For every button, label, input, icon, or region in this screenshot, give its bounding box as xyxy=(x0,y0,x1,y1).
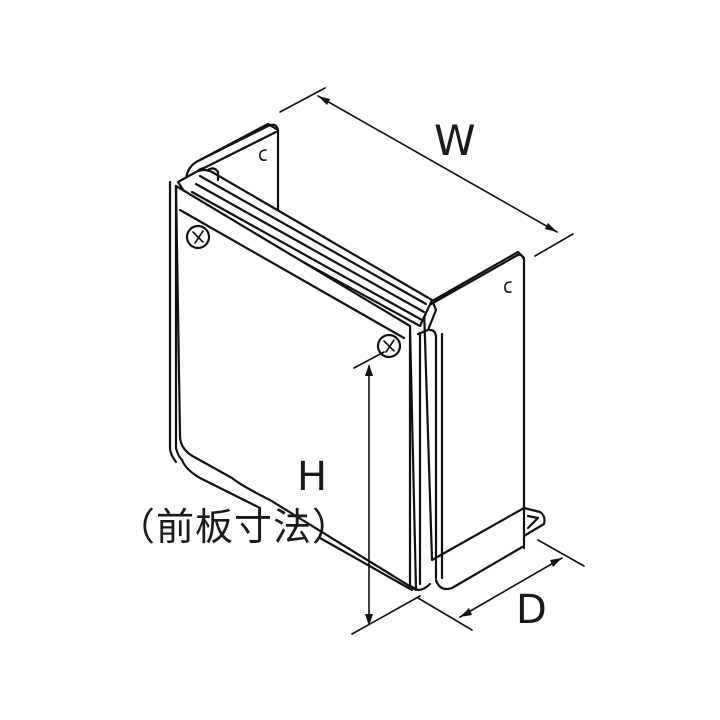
depth-dimension-line xyxy=(417,539,585,631)
front-panel xyxy=(168,180,418,592)
mounting-hole-icon xyxy=(504,281,512,293)
width-label: W xyxy=(434,116,476,165)
side-panel xyxy=(434,506,526,591)
mounting-hole-icon xyxy=(259,149,267,161)
height-note-front-panel: （前板寸法） xyxy=(117,505,352,549)
width-dimension-line xyxy=(279,87,574,257)
height-dimension-line xyxy=(351,351,421,635)
height-label: H xyxy=(297,454,328,500)
back-right-flange xyxy=(422,250,546,562)
screw-top-left-icon xyxy=(185,224,211,250)
front-panel-side-edge xyxy=(408,328,444,592)
depth-label: D xyxy=(516,587,547,633)
top-rail xyxy=(176,167,438,336)
screw-right-icon xyxy=(376,333,402,359)
